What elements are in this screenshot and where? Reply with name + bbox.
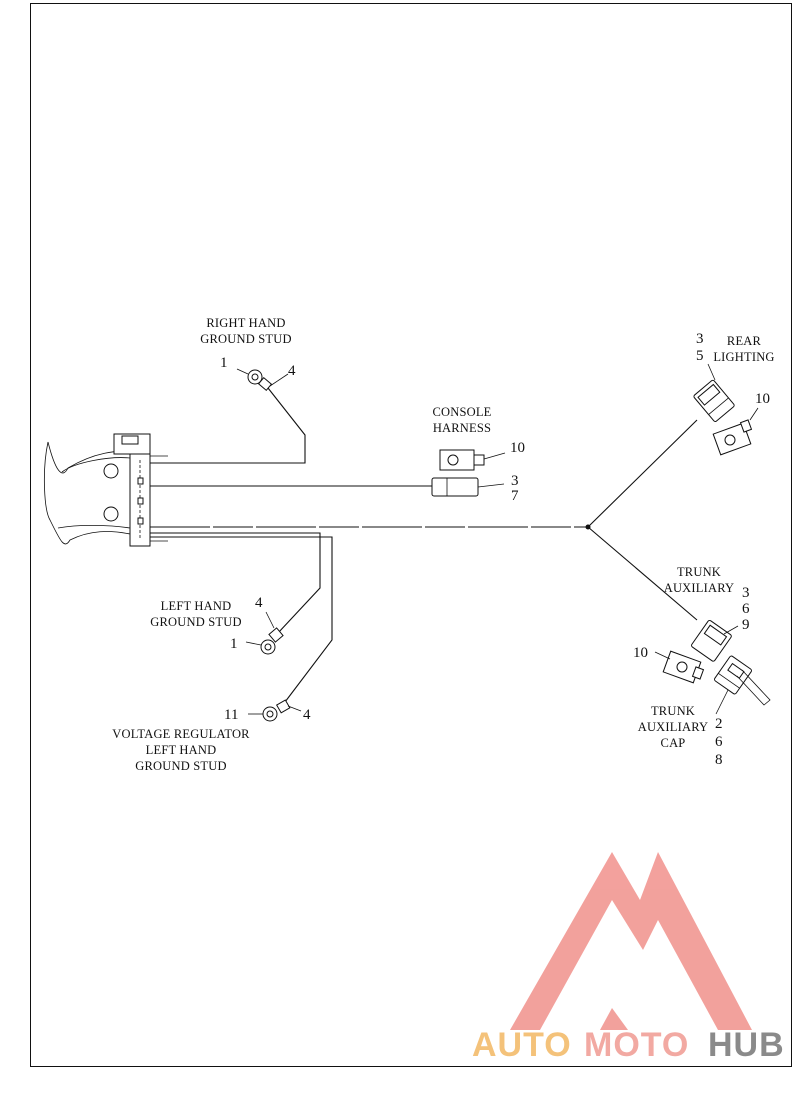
svg-text:TRUNK: TRUNK [651, 704, 695, 718]
svg-text:REAR: REAR [727, 334, 762, 348]
svg-text:CONSOLE: CONSOLE [432, 405, 491, 419]
svg-text:LEFT HAND: LEFT HAND [161, 599, 232, 613]
rh-ground-terminal [236, 368, 289, 391]
callout-rear-3: 3 [696, 331, 704, 347]
watermark-text: AUTO MOTO HUB [472, 1026, 785, 1064]
label-lh-ground-stud: LEFT HAND GROUND STUD [150, 599, 241, 629]
callout-lh-1: 1 [230, 636, 238, 652]
svg-text:LIGHTING: LIGHTING [713, 350, 774, 364]
console-connector [431, 449, 506, 497]
lh-ground-terminal [245, 611, 284, 655]
callout-console-7: 7 [511, 488, 519, 504]
callout-trunk-6: 6 [742, 601, 750, 617]
rear-lighting-connector [693, 379, 735, 422]
svg-text:CAP: CAP [661, 736, 686, 750]
label-trunk-auxiliary: TRUNK AUXILIARY [664, 565, 735, 595]
label-voltage-regulator: VOLTAGE REGULATOR LEFT HAND GROUND STUD [112, 727, 250, 773]
svg-text:AUXILIARY: AUXILIARY [638, 720, 709, 734]
svg-text:VOLTAGE REGULATOR: VOLTAGE REGULATOR [112, 727, 250, 741]
callout-vr-11: 11 [224, 707, 238, 723]
trunk-aux-cap [714, 655, 752, 695]
rear-leader-line [707, 363, 716, 381]
callout-console-10: 10 [510, 440, 525, 456]
callout-console-3: 3 [511, 473, 519, 489]
vr-ground-terminal [248, 699, 302, 722]
svg-text:TRUNK: TRUNK [677, 565, 721, 579]
cap-leader-line [715, 689, 729, 715]
callout-lh-4: 4 [255, 595, 263, 611]
callout-rh-1: 1 [220, 355, 228, 371]
svg-text:AUXILIARY: AUXILIARY [664, 581, 735, 595]
watermark-auto: AUTO [472, 1026, 572, 1064]
callout-rear-10: 10 [755, 391, 770, 407]
callout-rh-4: 4 [288, 363, 296, 379]
splice-point [585, 524, 591, 530]
svg-text:LEFT HAND: LEFT HAND [146, 743, 217, 757]
rear-clip [712, 407, 759, 456]
callout-trunk-10: 10 [633, 645, 648, 661]
callout-numbers: 1 4 10 3 7 3 5 10 4 1 11 4 3 6 9 10 2 6 … [220, 331, 770, 768]
callout-cap-8: 8 [715, 752, 723, 768]
trunk-leader-line [723, 625, 739, 635]
callout-vr-4: 4 [303, 707, 311, 723]
watermark-hub: HUB [708, 1026, 785, 1064]
callout-trunk-3: 3 [742, 585, 750, 601]
watermark-logo [510, 852, 752, 1030]
label-console-harness: CONSOLE HARNESS [432, 405, 491, 435]
label-trunk-auxiliary-cap: TRUNK AUXILIARY CAP [638, 704, 709, 750]
callout-cap-6: 6 [715, 734, 723, 750]
callout-rear-5: 5 [696, 348, 704, 364]
callout-cap-2: 2 [715, 716, 723, 732]
svg-text:RIGHT HAND: RIGHT HAND [206, 316, 285, 330]
harness-wires [150, 387, 698, 703]
svg-text:GROUND STUD: GROUND STUD [150, 615, 241, 629]
svg-text:GROUND STUD: GROUND STUD [200, 332, 291, 346]
svg-text:HARNESS: HARNESS [433, 421, 491, 435]
label-rear-lighting: REAR LIGHTING [713, 334, 774, 364]
watermark-moto: MOTO [584, 1026, 689, 1064]
svg-text:GROUND STUD: GROUND STUD [135, 759, 226, 773]
frame-bracket [43, 433, 168, 547]
label-rh-ground-stud: RIGHT HAND GROUND STUD [200, 316, 291, 346]
callout-trunk-9: 9 [742, 617, 750, 633]
cap-tether [736, 669, 771, 706]
trunk-aux-connector [691, 619, 732, 662]
trunk-clip [654, 650, 705, 684]
